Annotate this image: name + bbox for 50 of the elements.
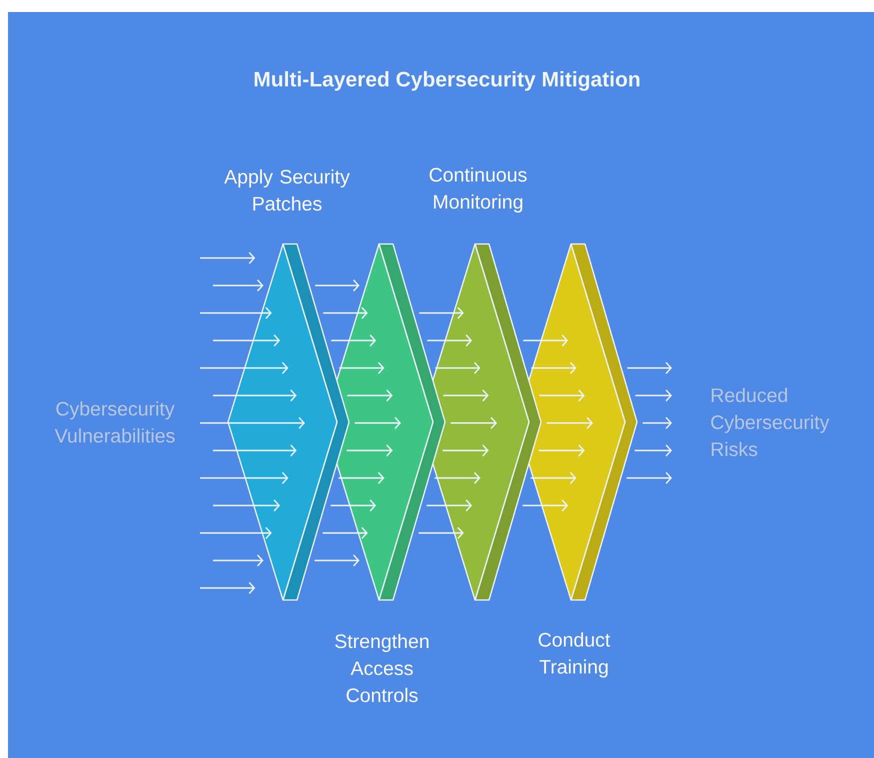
arrow: [200, 472, 288, 484]
arrow: [330, 500, 376, 512]
arrow: [213, 280, 264, 292]
arrow: [626, 472, 672, 484]
arrow: [322, 527, 368, 539]
arrow: [200, 527, 272, 539]
node-label: Strengthen Access Controls: [335, 634, 428, 702]
title: Multi-Layered Cybersecurity Mitigation: [254, 71, 640, 91]
node-label: Apply Security Patches: [224, 169, 350, 211]
arrow: [338, 472, 384, 484]
arrow: [522, 500, 568, 512]
arrow: [331, 334, 376, 346]
arrow: [634, 444, 672, 456]
arrow: [434, 472, 480, 484]
arrow: [213, 554, 264, 566]
arrow: [213, 444, 297, 456]
arrow: [354, 417, 402, 429]
arrow: [418, 527, 464, 539]
arrow: [315, 280, 360, 292]
arrow: [347, 390, 393, 402]
arrow: [443, 390, 489, 402]
arrow: [426, 500, 472, 512]
arrow: [546, 417, 594, 429]
arrow: [200, 417, 305, 429]
arrow: [213, 390, 297, 402]
arrow: [642, 417, 672, 429]
end-label: Cybersecurity Vulnerabilities: [54, 401, 175, 443]
arrow: [419, 307, 464, 319]
arrow: [323, 307, 368, 319]
arrow: [314, 554, 360, 566]
arrow: [442, 444, 489, 456]
arrow: [531, 362, 576, 374]
arrow: [200, 307, 272, 319]
arrow: [450, 417, 498, 429]
arrow: [635, 390, 672, 402]
arrow: [539, 390, 585, 402]
arrow: [530, 472, 576, 484]
arrow: [427, 334, 472, 346]
node-label: Conduct Training: [538, 632, 610, 678]
arrow: [213, 500, 280, 512]
arrow: [200, 362, 288, 374]
arrow: [435, 362, 480, 374]
node-label: Continuous Monitoring: [430, 167, 527, 213]
arrow: [213, 334, 280, 346]
arrow: [523, 334, 568, 346]
arrow: [538, 444, 585, 456]
arrow: [339, 362, 384, 374]
arrow: [346, 444, 393, 456]
end-label: Reduced Cybersecurity Risks: [711, 388, 830, 456]
arrow: [627, 362, 672, 374]
